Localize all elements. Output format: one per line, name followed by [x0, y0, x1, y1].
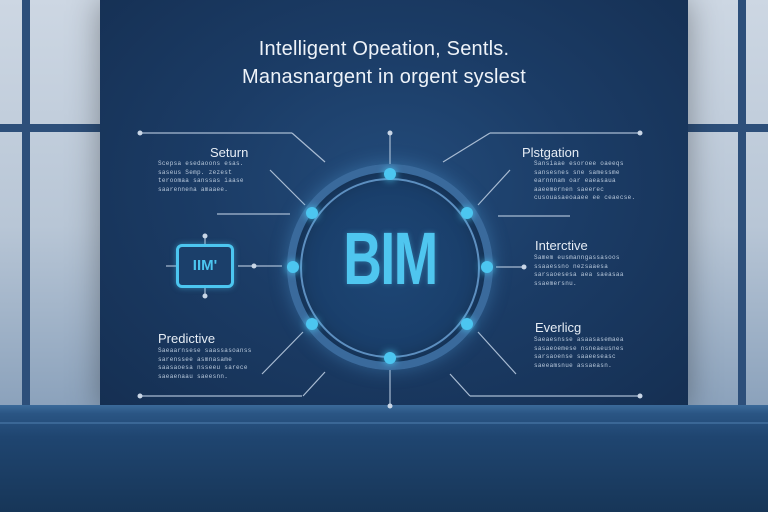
ring-node — [306, 207, 318, 219]
ring-node — [461, 207, 473, 219]
node-desc-plstgation: Sansiaae esoroee oaeeqs sansesnes sne sa… — [534, 160, 636, 201]
window-mullion — [22, 0, 30, 410]
node-desc-predictive: Saeaarnsese saassasoanss sarenssee asmna… — [158, 347, 252, 380]
floor-line — [0, 422, 768, 424]
ring-node — [384, 168, 396, 180]
ring-node — [384, 352, 396, 364]
node-label-predictive: Predictive — [158, 331, 216, 346]
ring-node — [461, 318, 473, 330]
diagram-title-line1: Intelligent Opeation, Sentls. — [258, 38, 510, 60]
window-transom — [0, 124, 110, 132]
ring-node — [306, 318, 318, 330]
node-desc-interctive: Samem eusmanngassasoos ssaaessno nezsaae… — [534, 254, 624, 287]
node-desc-everlicg: Saeaesnsse asaasasemaea sasaeoemese nsne… — [534, 336, 624, 369]
ring-node — [287, 261, 299, 273]
ring-node — [481, 261, 493, 273]
window-transom — [688, 124, 768, 132]
node-desc-seturn: Scepsa esedaoons esas. saseus Semp. zeze… — [158, 160, 244, 193]
node-label-seturn: Seturn — [210, 145, 249, 160]
diagram-title-line2: Manasnargent in orgent syslest — [242, 66, 526, 88]
window-left — [0, 0, 116, 410]
node-label-everlicg: Everlicg — [535, 320, 582, 335]
node-label-plstgation: Plstgation — [522, 145, 580, 160]
center-label: BIM — [343, 217, 438, 300]
node-label-interctive: Interctive — [535, 238, 588, 253]
window-mullion — [738, 0, 746, 410]
chip-icon: IIM' — [176, 244, 234, 288]
